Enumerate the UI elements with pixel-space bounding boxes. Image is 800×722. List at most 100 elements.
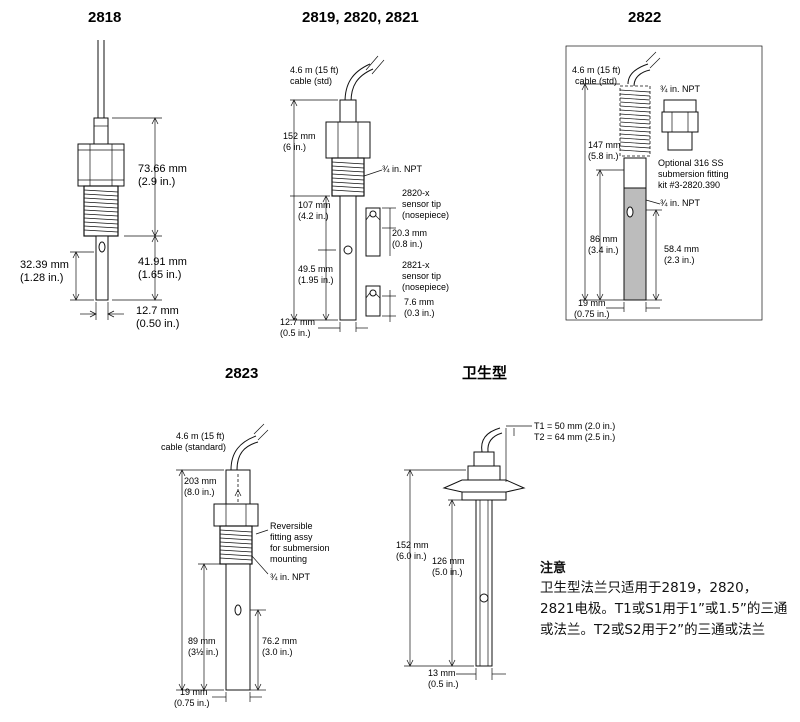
tip-2820-c: (nosepiece) [402,210,449,220]
title-2819: 2819, 2820, 2821 [302,9,419,26]
thread-line [619,105,651,109]
thread-line [619,89,651,93]
dim-2818-a-in: (2.9 in.) [138,176,175,188]
tip-2820: 2820-x [402,188,430,198]
diagram-2819: 2819, 2820, 2821 4.6 m (15 ft) cable (st… [280,9,449,338]
dim-2823-a: 203 mm [184,476,217,486]
dim-san-b-in: (5.0 in.) [432,567,463,577]
dim-2822-a: 147 mm [588,140,621,150]
dim-2822-b: 86 mm [590,234,618,244]
dim-2823-c: 76.2 mm [262,636,297,646]
dim-2819-a-in: (6 in.) [283,142,306,152]
thread-line [219,557,253,561]
tip-2821: 2821-x [402,260,430,270]
thread-line [619,93,651,97]
dim-2822-c-in: (2.3 in.) [664,255,695,265]
dim-2823-c-in: (3.0 in.) [262,647,293,657]
diagram-2818: 2818 73.66 mm (2.9 in.) 41.91 mm (1.65 i… [20,9,187,330]
title-2823: 2823 [225,365,258,382]
thread-line [619,121,651,125]
thread-line [619,101,651,105]
thread-line [331,189,365,193]
thread-line [83,217,119,221]
diagram-sanitary: 卫生型 T1 = 50 mm (2.0 in.) T2 = 64 mm (2.5… [396,364,615,689]
thread-line [619,149,651,153]
npt-2822: ¾ in. NPT [660,84,701,94]
thread-line [219,553,253,557]
cable-2823-b: cable (standard) [161,442,226,452]
thread-line [219,541,253,545]
dim-2818-d-in: (0.50 in.) [136,318,179,330]
thread-line [83,225,119,229]
thread-line [83,221,119,225]
thread-line [83,189,119,193]
dim-2819-f-in: (0.5 in.) [280,328,311,338]
dim-2823-d-in: (0.75 in.) [174,698,210,708]
frame-2822 [565,45,763,321]
thread-line [83,213,119,217]
rev-2823-a: Reversible [270,521,313,531]
dim-san-a: 152 mm [396,540,429,550]
thread-line [219,537,253,541]
dim-2819-e: 7.6 mm [404,297,434,307]
dim-2823-b: 89 mm [188,636,216,646]
thread-line [83,201,119,205]
note-body: 卫生型法兰只适用于2819，2820，2821电极。T1或S1用于1”或1.5”… [540,580,788,638]
dim-2818-c-in: (1.28 in.) [20,272,63,284]
cable-2822-b: cable (std) [575,76,617,86]
thread-line [331,185,365,189]
dim-2819-e-in: (0.3 in.) [404,308,435,318]
dim-2819-d: 49.5 mm [298,264,333,274]
dim-2819-f: 12.7 mm [280,317,315,327]
dim-2822-c: 58.4 mm [664,244,699,254]
cable-2822: 4.6 m (15 ft) [572,65,621,75]
dim-san-a-in: (6.0 in.) [396,551,427,561]
dim-2819-c: 20.3 mm [392,228,427,238]
thread-line [331,165,365,169]
opt-2822-a: Optional 316 SS [658,158,724,168]
dim-2818-b: 41.91 mm [138,256,187,268]
dim-2818-b-in: (1.65 in.) [138,269,181,281]
dim-2822-a-in: (5.8 in.) [588,151,619,161]
dim-2819-d-in: (1.95 in.) [298,275,334,285]
diagram-2822: 2822 4.6 m (15 ft) cable (std) ¾ in. N [565,9,763,321]
diagram-2823: 2823 4.6 m (15 ft) cable (standard) 20 [161,365,330,708]
thread-line [619,145,651,149]
thread-line [619,125,651,129]
dim-2823-b-in: (3½ in.) [188,647,219,657]
cable-2819: 4.6 m (15 ft) [290,65,339,75]
dim-san-c-in: (0.5 in.) [428,679,459,689]
thread-line [219,545,253,549]
thread-line [619,129,651,133]
t1-label: T1 = 50 mm (2.0 in.) [534,421,615,431]
title-2818: 2818 [88,9,121,26]
rev-2823-d: mounting [270,554,307,564]
thread-line [619,141,651,145]
dim-2819-b-in: (4.2 in.) [298,211,329,221]
opt-2822-c: kit #3-2820.390 [658,180,720,190]
cable-2819-b: cable (std) [290,76,332,86]
thread-line [83,193,119,197]
thread-line [619,133,651,137]
dim-san-c: 13 mm [428,668,456,678]
thread-line [83,229,119,233]
note-title: 注意 [540,561,567,576]
t2-label: T2 = 64 mm (2.5 in.) [534,432,615,442]
cable-2823: 4.6 m (15 ft) [176,431,225,441]
dim-2822-d-in: (0.75 in.) [574,309,610,319]
thread-line [619,117,651,121]
dim-2822-b-in: (3.4 in.) [588,245,619,255]
thread-line [331,173,365,177]
thread-line [331,181,365,185]
thread-line [619,97,651,101]
dim-2818-c: 32.39 mm [20,259,69,271]
thread-line [331,177,365,181]
dim-2819-b: 107 mm [298,200,331,210]
dim-2818-d: 12.7 mm [136,305,179,317]
npt-2819: ¾ in. NPT [382,164,423,174]
thread-line [619,109,651,113]
title-sanitary: 卫生型 [462,364,507,382]
rev-2823-b: fitting assy [270,532,313,542]
tip-2821-c: (nosepiece) [402,282,449,292]
